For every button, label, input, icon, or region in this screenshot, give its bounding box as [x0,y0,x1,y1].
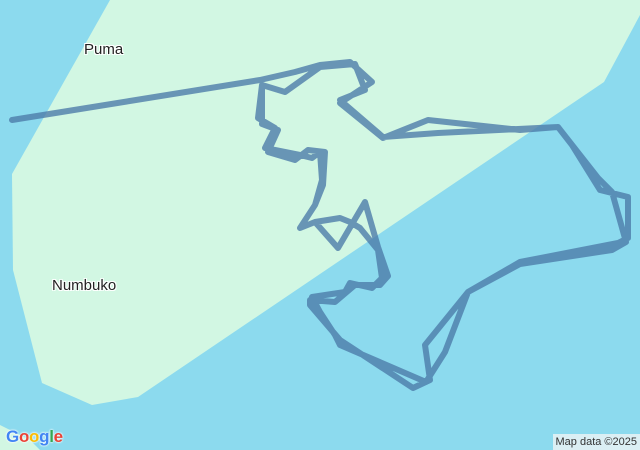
logo-letter: l [49,427,54,446]
logo-letter: G [6,427,19,446]
logo-letter: e [53,427,63,446]
place-label-puma: Puma [84,41,124,58]
map-attribution[interactable]: Map data ©2025 [552,434,640,450]
route-path[interactable] [9,59,631,391]
logo-letter: o [29,427,40,446]
google-logo[interactable]: Google [6,427,63,447]
logo-letter: o [18,427,30,446]
land-area-corner [0,425,40,450]
land-area [12,0,640,405]
place-label-numbuko: Numbuko [52,277,117,294]
logo-letter: g [39,427,50,446]
